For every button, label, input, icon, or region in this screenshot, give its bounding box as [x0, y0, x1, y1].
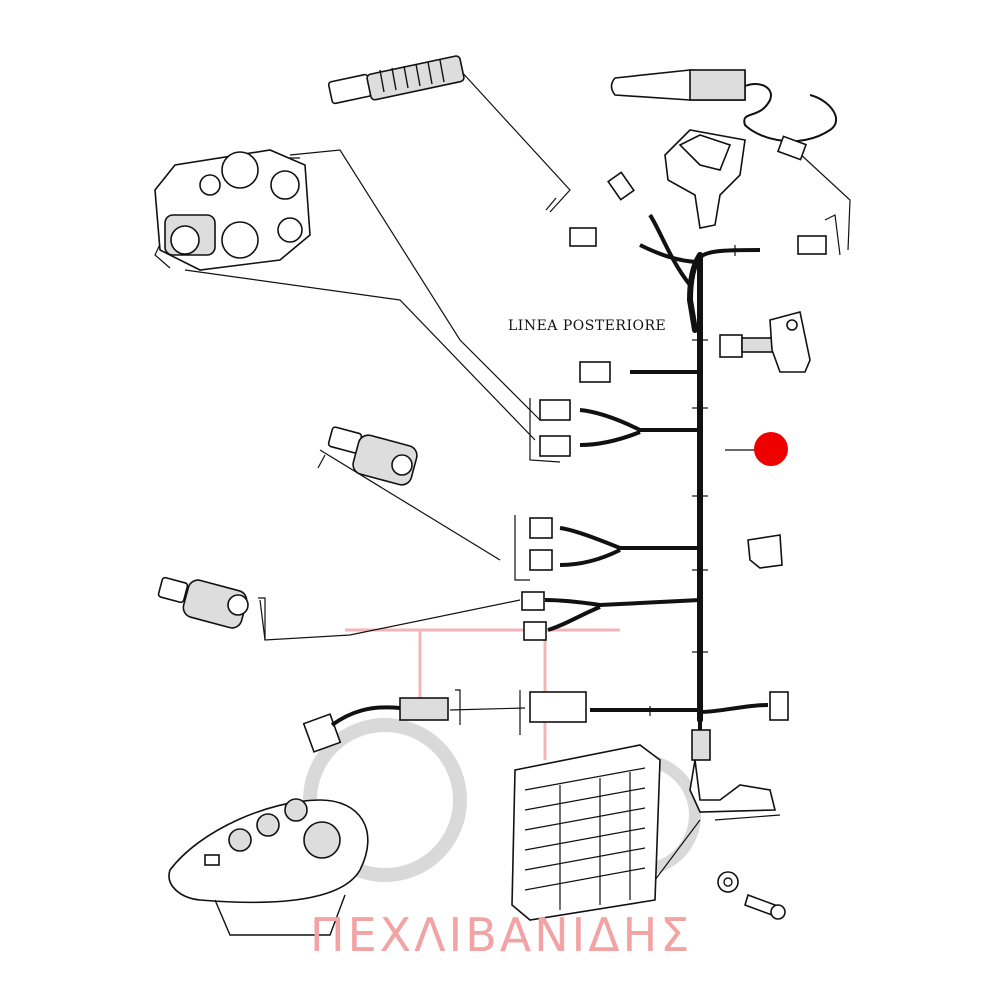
- rubber-boot: [664, 129, 746, 229]
- rear-wiring-harness: [544, 213, 769, 745]
- washer-and-screw: [717, 871, 786, 920]
- harness-label: LINEA POSTERIORE: [508, 318, 667, 334]
- bracket-marks: [154, 157, 841, 735]
- red-marker-dot[interactable]: [754, 432, 788, 466]
- hydraulic-valve-block: [154, 149, 311, 271]
- pressure-switch-upper: [327, 426, 418, 486]
- control-panel: [168, 798, 369, 936]
- probe-sensor: [327, 55, 465, 105]
- harness-connectors: [302, 171, 827, 753]
- bottom-sensor: [689, 729, 777, 813]
- pressure-switch-lower: [157, 576, 249, 629]
- control-lever-sensor: [610, 69, 838, 161]
- watermark-text: ΠΕΧΛΙΒΑΝΙΔΗΣ: [310, 908, 693, 962]
- bolt-bracket: [719, 311, 811, 373]
- leader-lines: [184, 69, 851, 901]
- harness-clip: [747, 534, 783, 569]
- electronic-control-unit: [511, 744, 661, 921]
